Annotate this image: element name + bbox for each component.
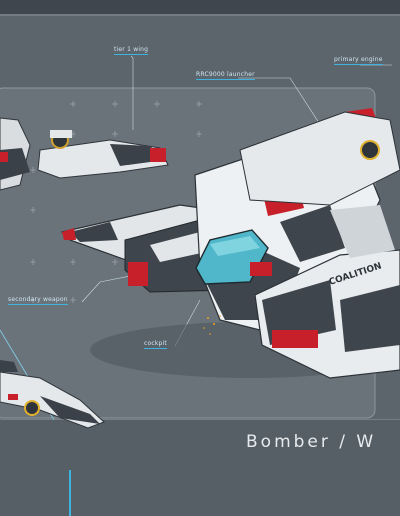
callout-cockpit: cockpit [144,340,167,349]
callout-secondary-weapon: secondary weapon [8,296,68,305]
grid-markers [30,101,202,303]
footer-band [0,420,400,516]
callout-primary-engine: primary engine [334,56,383,65]
top-bar [0,0,400,14]
callout-tier1-wing: tier 1 wing [114,46,149,55]
wing-detail-view [0,117,169,191]
side-detail-view [0,360,105,429]
sparks [203,315,221,335]
callout-launcher: RRC9000 launcher [196,71,255,80]
sheet-title: Bomber / W [246,432,377,452]
bomber-main-view: COALITION [60,108,400,379]
